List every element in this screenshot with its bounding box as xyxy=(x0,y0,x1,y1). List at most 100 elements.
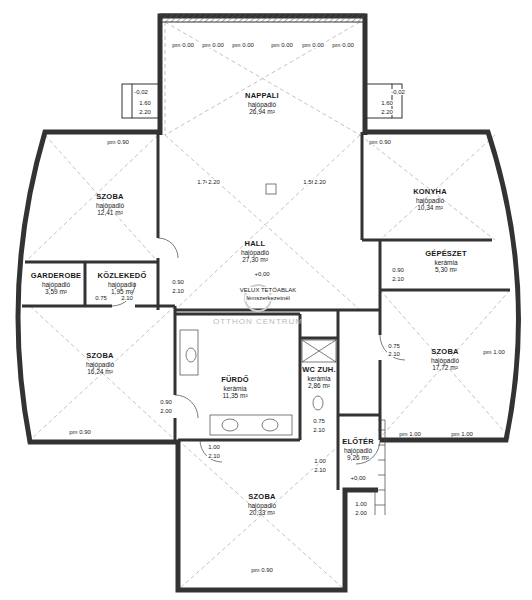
room-detail: 16,24 m² xyxy=(86,368,114,375)
room-name: NAPPALI xyxy=(245,92,279,101)
room-detail: hajópadló xyxy=(96,202,124,209)
room-detail: hajópadló xyxy=(241,249,269,256)
windows xyxy=(122,84,402,118)
room-label: GARDEROBEhajópadló3,59 m² xyxy=(29,271,84,297)
room-name: GÉPÉSZET xyxy=(425,250,467,259)
room-name: SZOBA xyxy=(96,193,124,202)
room-detail: hajópadló xyxy=(98,281,147,288)
dimension-label: 1.60 xyxy=(138,100,152,107)
dimension-label: 2.00 xyxy=(354,510,368,517)
room-detail: 12,41 m² xyxy=(96,209,124,216)
room-detail: kerámia xyxy=(425,259,467,266)
room-detail: 17,72 m² xyxy=(431,364,459,371)
hatched-wall xyxy=(160,14,365,22)
doors-and-fixtures xyxy=(112,184,405,515)
dimension-label: +0,00 xyxy=(253,271,270,278)
dimension-label: pm 0.90 xyxy=(106,139,130,146)
room-label: SZOBAhajópadló12,41 m² xyxy=(94,192,126,218)
dimension-label: 0.75 xyxy=(94,295,108,302)
room-detail: 2,86 m² xyxy=(302,382,335,389)
dimension-label: 2.10 xyxy=(313,467,327,474)
room-detail: hajópadló xyxy=(342,447,374,454)
dimension-label: 2.00 xyxy=(159,408,173,415)
dimension-label: pm 0.00 xyxy=(231,42,255,49)
dimension-label: -0,02 xyxy=(390,89,406,96)
room-label: FÜRDŐkerámia11,35 m² xyxy=(219,375,251,401)
dimension-label: 2.10 xyxy=(120,295,134,302)
dimension-label: 2.10 xyxy=(207,453,221,460)
dimension-label: pm 1.00 xyxy=(398,431,422,438)
room-label: ELŐTÉRhajópadló9,26 m² xyxy=(340,437,376,463)
dimension-label: pm 0.90 xyxy=(68,429,92,436)
room-detail: 26,94 m² xyxy=(245,108,279,115)
room-label: SZOBAhajópadló17,72 m² xyxy=(429,347,461,373)
dimension-label: pm 1.00 xyxy=(482,349,506,356)
room-name: HALL xyxy=(241,240,269,249)
room-label: SZOBAhajópadló20,33 m² xyxy=(246,492,278,518)
dimension-label: 2.20 xyxy=(207,179,221,186)
room-label: WC ZUH.kerámia2,86 m² xyxy=(300,365,337,391)
dimension-label: 1.00 xyxy=(207,444,221,451)
dimension-label: pm 0.00 xyxy=(331,42,355,49)
dimension-label: 1.00 xyxy=(313,458,327,465)
dimension-label: 1.00 xyxy=(354,501,368,508)
room-name: FÜRDŐ xyxy=(221,376,249,385)
dimension-label: pm 0.00 xyxy=(270,42,294,49)
room-label: HALLhajópadló27,30 m² xyxy=(239,239,271,265)
dimension-label: pm 1.00 xyxy=(450,431,474,438)
room-detail: 27,30 m² xyxy=(241,256,269,263)
room-detail: kerámia xyxy=(221,385,249,392)
room-name: WC ZUH. xyxy=(302,366,335,375)
room-name: KÖZLEKEDŐ xyxy=(98,272,147,281)
room-detail: kerámia xyxy=(302,375,335,382)
room-detail: hajópadló xyxy=(31,281,82,288)
dimension-label: 2.10 xyxy=(312,427,326,434)
dimension-label: 2.10 xyxy=(387,351,401,358)
room-label: KÖZLEKEDŐhajópadló1,95 m² xyxy=(96,271,149,297)
room-detail: 10,34 m² xyxy=(413,204,447,211)
dimension-label: 1.60 xyxy=(380,100,394,107)
inner-walls xyxy=(22,132,510,490)
dimension-label: pm 0.00 xyxy=(171,42,195,49)
room-label: KONYHAhajópadló10,34 m² xyxy=(411,187,449,213)
room-name: GARDEROBE xyxy=(31,272,82,281)
room-detail: 20,33 m² xyxy=(248,509,276,516)
dimension-label: pm 0.90 xyxy=(368,139,392,146)
room-name: SZOBA xyxy=(248,493,276,502)
room-name: SZOBA xyxy=(431,348,459,357)
room-detail: hajópadló xyxy=(245,101,279,108)
dimension-label: pm 0.90 xyxy=(250,567,274,574)
room-name: ELŐTÉR xyxy=(342,438,374,447)
dimension-label: pm 0.00 xyxy=(301,42,325,49)
room-name: SZOBA xyxy=(86,352,114,361)
room-detail: hajópadló xyxy=(413,197,447,204)
watermark: OTTHON CENTRUM xyxy=(212,318,304,327)
room-detail: 11,35 m² xyxy=(221,392,249,399)
room-label: NAPPALIhajópadló26,94 m² xyxy=(243,91,281,117)
dimension-label: fémszerkezetnél xyxy=(245,295,291,302)
dimension-label: 0.75 xyxy=(387,343,401,350)
dimension-label: VELUX TETŐABLAK xyxy=(239,287,298,294)
room-detail: hajópadló xyxy=(431,357,459,364)
room-label: SZOBAhajópadló16,24 m² xyxy=(84,351,116,377)
dimension-label: 0.75 xyxy=(312,418,326,425)
dimension-label: -0,02 xyxy=(133,89,149,96)
dimension-label: 0.90 xyxy=(171,279,185,286)
room-detail: 3,59 m² xyxy=(31,288,82,295)
dimension-label: +0,00 xyxy=(349,475,366,482)
room-name: KONYHA xyxy=(413,188,447,197)
room-detail: hajópadló xyxy=(86,361,114,368)
dimension-label: 0.90 xyxy=(391,267,405,274)
outer-walls xyxy=(18,16,518,590)
dimension-label: pm 0.00 xyxy=(201,42,225,49)
dimension-label: 2.10 xyxy=(171,288,185,295)
room-detail: 9,26 m² xyxy=(342,454,374,461)
dimension-label: 2.20 xyxy=(313,179,327,186)
dimension-label: 0.90 xyxy=(159,399,173,406)
room-label: GÉPÉSZETkerámia5,30 m² xyxy=(423,249,469,275)
room-detail: hajópadló xyxy=(248,502,276,509)
room-detail: 5,30 m² xyxy=(425,266,467,273)
dimension-label: 2.20 xyxy=(138,109,152,116)
dimension-label: 2.20 xyxy=(380,109,394,116)
